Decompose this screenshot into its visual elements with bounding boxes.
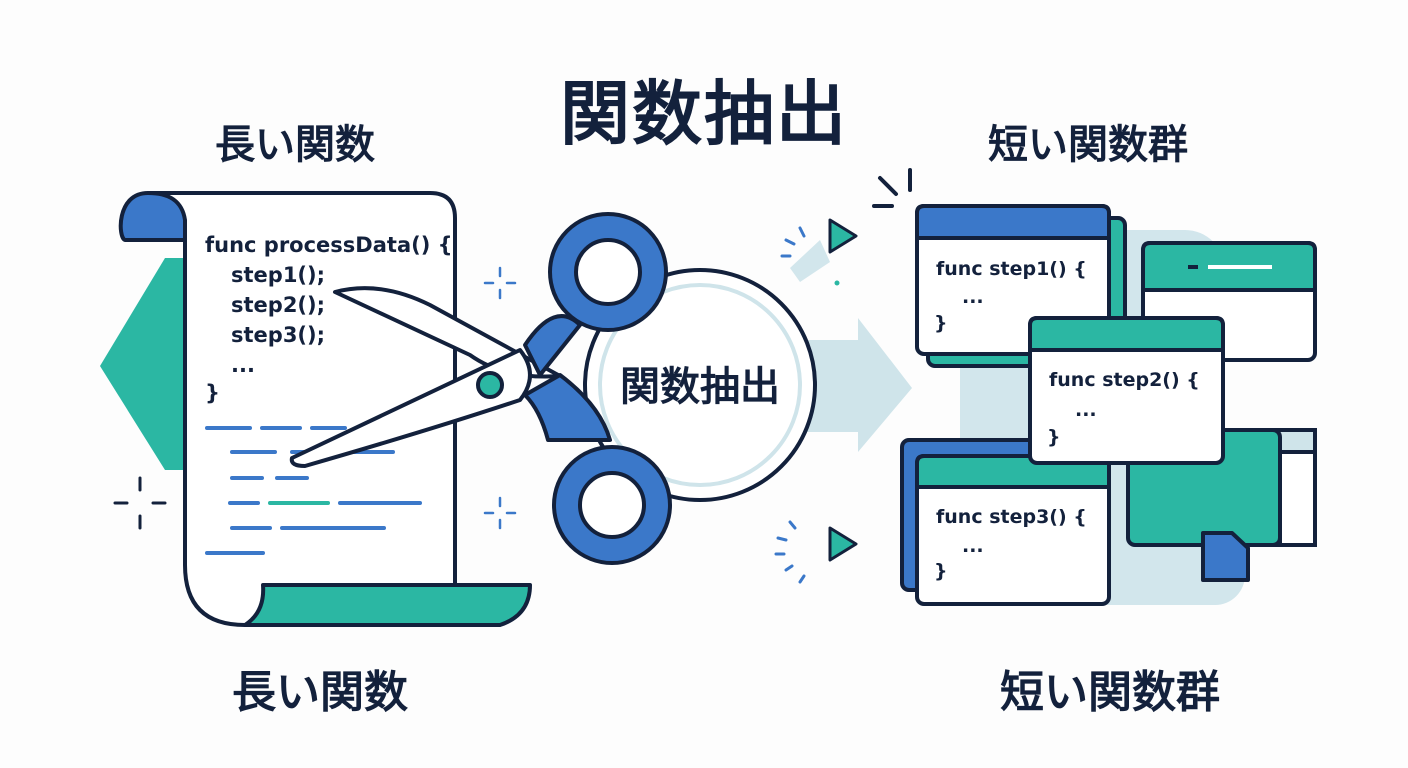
short-functions-label-top: 短い関数群 bbox=[988, 122, 1188, 168]
code-line: } bbox=[934, 560, 948, 582]
badge-label: 関数抽出 bbox=[620, 364, 780, 410]
motion-marks bbox=[774, 226, 806, 584]
code-line: func step3() { bbox=[936, 506, 1087, 528]
extract-badge: 関数抽出 bbox=[583, 268, 817, 502]
play-arrow-icon bbox=[828, 218, 858, 254]
code-line: } bbox=[934, 312, 948, 334]
code-line: step1(); bbox=[231, 263, 325, 287]
code-line: } bbox=[205, 381, 220, 405]
file-icon bbox=[1201, 531, 1250, 582]
scissors-icon bbox=[289, 212, 672, 565]
code-line: step2(); bbox=[231, 293, 325, 317]
sparkle-icon bbox=[483, 496, 517, 530]
sparkle-icon bbox=[113, 476, 167, 530]
code-line: step3(); bbox=[231, 323, 325, 347]
code-line: func processData() { bbox=[205, 233, 453, 257]
short-functions-label-bottom: 短い関数群 bbox=[1000, 667, 1220, 718]
burst-icon bbox=[872, 168, 912, 208]
code-line: ... bbox=[1075, 399, 1097, 421]
transform-arrow-icon bbox=[800, 318, 912, 452]
dot bbox=[834, 280, 840, 286]
placeholder-code-lines bbox=[205, 426, 422, 555]
long-function-label-top: 長い関数 bbox=[215, 122, 375, 168]
light-shape bbox=[790, 240, 830, 282]
step2-window: func step2() { ... } bbox=[1028, 316, 1225, 465]
code-line: func step1() { bbox=[936, 258, 1087, 280]
sparkle-icon bbox=[483, 266, 517, 300]
long-function-code: func processData() { step1(); step2(); s… bbox=[205, 233, 453, 405]
code-line: func step2() { bbox=[1049, 369, 1200, 391]
code-line: ... bbox=[962, 535, 984, 557]
code-line: ... bbox=[231, 353, 255, 377]
play-arrow-icon bbox=[828, 526, 858, 562]
window-icon bbox=[1126, 428, 1317, 547]
main-title: 関数抽出 bbox=[560, 73, 848, 155]
code-line: ... bbox=[962, 286, 984, 308]
code-line: } bbox=[1047, 426, 1061, 448]
long-function-label-bottom: 長い関数 bbox=[232, 667, 408, 718]
